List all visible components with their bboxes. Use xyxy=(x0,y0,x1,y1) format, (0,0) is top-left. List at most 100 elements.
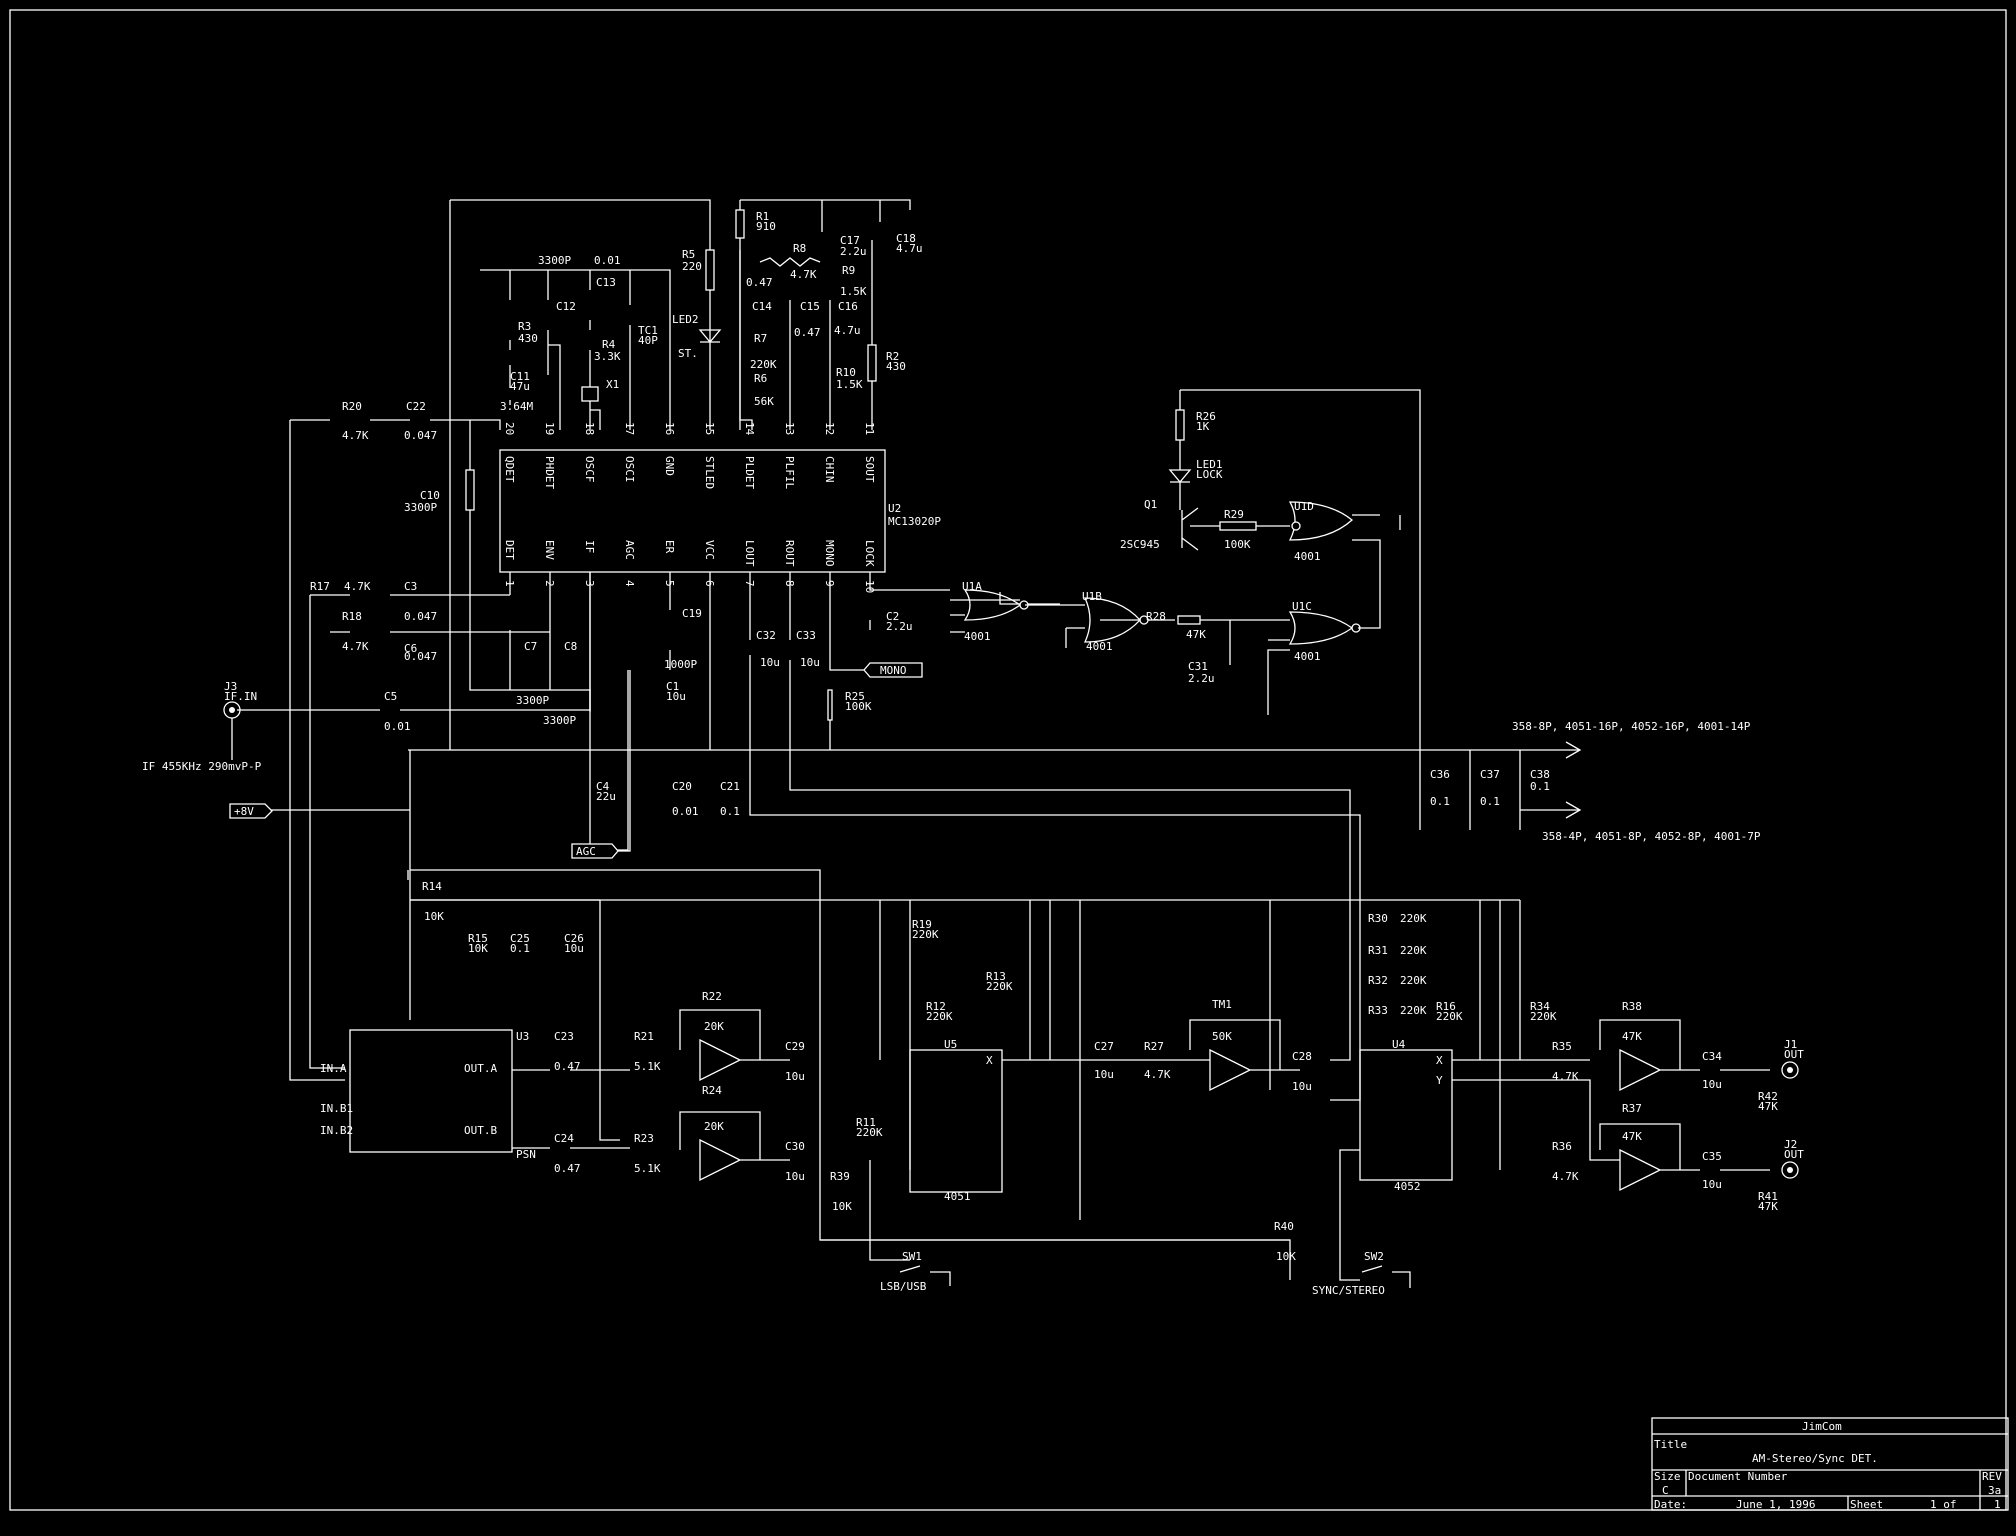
svg-text:R24: R24 xyxy=(702,1084,722,1097)
svg-text:X1: X1 xyxy=(606,378,619,391)
svg-text:LED1: LED1 xyxy=(1196,458,1223,471)
svg-text:910: 910 xyxy=(756,220,776,233)
svg-text:10K: 10K xyxy=(832,1200,852,1213)
svg-text:R19: R19 xyxy=(912,918,932,931)
svg-text:C19: C19 xyxy=(682,607,702,620)
u4-part: 4052 xyxy=(1394,1180,1421,1193)
svg-text:4.7u: 4.7u xyxy=(896,242,923,255)
tb-sheet-label: Sheet xyxy=(1850,1498,1883,1511)
opamp-a xyxy=(699,1038,742,1082)
svg-text:47K: 47K xyxy=(1186,628,1206,641)
svg-text:C22: C22 xyxy=(406,400,426,413)
svg-text:10K: 10K xyxy=(424,910,444,923)
svg-text:10u: 10u xyxy=(760,656,780,669)
svg-text:R34: R34 xyxy=(1530,1000,1550,1013)
svg-text:47K: 47K xyxy=(1758,1200,1778,1213)
svg-text:220K: 220K xyxy=(986,980,1013,993)
svg-text:R2: R2 xyxy=(886,350,899,363)
svg-text:R21: R21 xyxy=(634,1030,654,1043)
svg-text:C38: C38 xyxy=(1530,768,1550,781)
u5-ic xyxy=(909,1049,1003,1193)
svg-text:R32: R32 xyxy=(1368,974,1388,987)
u2-pin-15-name: STLED xyxy=(703,456,716,489)
svg-text:3300P: 3300P xyxy=(404,501,437,514)
svg-text:C26: C26 xyxy=(564,932,584,945)
svg-text:R4: R4 xyxy=(602,338,616,351)
svg-text:TM1: TM1 xyxy=(1212,998,1232,1011)
svg-text:10u: 10u xyxy=(1292,1080,1312,1093)
svg-text:220K: 220K xyxy=(1530,1010,1557,1023)
svg-text:4.7K: 4.7K xyxy=(342,640,369,653)
svg-text:10u: 10u xyxy=(785,1170,805,1183)
u2-pin-12-name: CHIN xyxy=(823,456,836,483)
svg-text:R37: R37 xyxy=(1622,1102,1642,1115)
agc-label: AGC xyxy=(576,845,596,858)
svg-text:R27: R27 xyxy=(1144,1040,1164,1053)
u2-pin-10-name: LOCK xyxy=(863,540,876,567)
svg-text:C32: C32 xyxy=(756,629,776,642)
svg-text:10u: 10u xyxy=(666,690,686,703)
tb-date: June 1, 1996 xyxy=(1736,1498,1815,1511)
svg-text:R40: R40 xyxy=(1274,1220,1294,1233)
svg-text:R7: R7 xyxy=(754,332,767,345)
svg-text:R15: R15 xyxy=(468,932,488,945)
tb-size-label: Size xyxy=(1654,1470,1681,1483)
svg-text:56K: 56K xyxy=(754,395,774,408)
svg-text:1000P: 1000P xyxy=(664,658,697,671)
svg-text:C36: C36 xyxy=(1430,768,1450,781)
opamp-b xyxy=(699,1138,742,1182)
svg-text:C35: C35 xyxy=(1702,1150,1722,1163)
svg-text:R23: R23 xyxy=(634,1132,654,1145)
r5-val: 220 xyxy=(682,260,702,273)
svg-text:C25: C25 xyxy=(510,932,530,945)
svg-text:430: 430 xyxy=(518,332,538,345)
svg-text:47K: 47K xyxy=(1622,1130,1642,1143)
svg-text:C24: C24 xyxy=(554,1132,574,1145)
svg-text:4.7K: 4.7K xyxy=(1552,1070,1579,1083)
u5-part: 4051 xyxy=(944,1190,971,1203)
svg-text:3.64M: 3.64M xyxy=(500,400,533,413)
svg-text:C20: C20 xyxy=(672,780,692,793)
u2-pin-2-name: ENV xyxy=(543,540,556,560)
svg-text:C11: C11 xyxy=(510,370,530,383)
svg-text:4.7u: 4.7u xyxy=(834,324,861,337)
u3-psn: PSN xyxy=(516,1148,536,1161)
j1-connector xyxy=(1781,1061,1799,1079)
svg-text:3300P: 3300P xyxy=(516,694,549,707)
sw2-label: SYNC/STEREO xyxy=(1312,1284,1385,1297)
u2-pin-19-number: 19 xyxy=(543,422,556,435)
svg-text:5.1K: 5.1K xyxy=(634,1162,661,1175)
svg-text:1K: 1K xyxy=(1196,420,1210,433)
svg-text:R18: R18 xyxy=(342,610,362,623)
u1c-ref: U1C xyxy=(1292,600,1312,613)
svg-text:R3: R3 xyxy=(518,320,531,333)
svg-text:R11: R11 xyxy=(856,1116,876,1129)
u3-outb: OUT.B xyxy=(464,1124,497,1137)
opamp-d xyxy=(1619,1048,1662,1092)
u2-part: MC13020P xyxy=(888,515,941,528)
u2-pin-9-name: MONO xyxy=(823,540,836,567)
svg-text:R35: R35 xyxy=(1552,1040,1572,1053)
svg-text:50K: 50K xyxy=(1212,1030,1232,1043)
svg-text:R42: R42 xyxy=(1758,1090,1778,1103)
svg-text:C7: C7 xyxy=(524,640,537,653)
svg-text:0.47: 0.47 xyxy=(554,1162,581,1175)
u5-out: X xyxy=(986,1054,993,1067)
svg-text:3300P: 3300P xyxy=(543,714,576,727)
svg-text:220K: 220K xyxy=(1400,974,1427,987)
sw1-ref: SW1 xyxy=(902,1250,922,1263)
svg-text:R22: R22 xyxy=(702,990,722,1003)
j3-name: IF.IN xyxy=(224,690,257,703)
u2-wiring xyxy=(237,199,1361,1101)
svg-text:C2: C2 xyxy=(886,610,899,623)
u3-inb1: IN.B1 xyxy=(320,1102,353,1115)
svg-text:0.047: 0.047 xyxy=(404,429,437,442)
svg-text:Q1: Q1 xyxy=(1144,498,1157,511)
svg-text:C33: C33 xyxy=(796,629,816,642)
svg-text:R25: R25 xyxy=(845,690,865,703)
svg-text:1.5K: 1.5K xyxy=(840,285,867,298)
tb-size: C xyxy=(1662,1484,1669,1497)
svg-text:0.01: 0.01 xyxy=(672,805,699,818)
